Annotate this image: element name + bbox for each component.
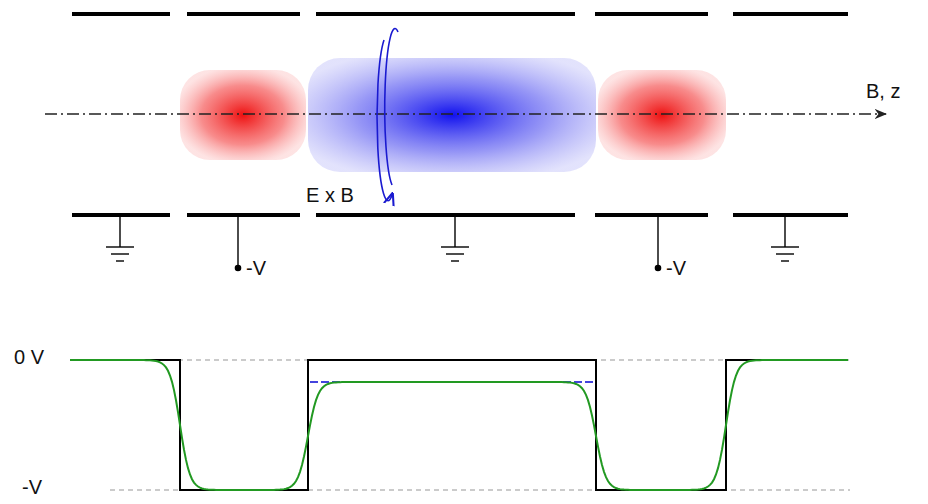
electrode-plate xyxy=(595,213,708,217)
red-cloud xyxy=(598,70,726,160)
red-cloud xyxy=(180,70,306,160)
electrode-potential xyxy=(70,360,848,490)
axis-tick-label: -V xyxy=(22,476,42,498)
drift-label: E x B xyxy=(306,184,354,206)
ground-symbol xyxy=(106,217,134,261)
electrode-plate xyxy=(72,12,170,16)
axis-tick-label: 0 V xyxy=(14,346,44,368)
axis-label: B, z xyxy=(866,80,900,102)
electrode-plate xyxy=(733,12,848,16)
ground-symbol xyxy=(771,217,799,261)
rotation-arrow xyxy=(377,40,392,201)
voltage-label: -V xyxy=(246,257,266,279)
electrode-plate xyxy=(316,213,575,217)
electrode-plate xyxy=(187,213,300,217)
supply-symbols xyxy=(106,217,799,271)
voltage-label: -V xyxy=(666,257,686,279)
blue-cloud xyxy=(308,58,596,172)
potential-plot xyxy=(70,360,850,490)
axis-line xyxy=(45,113,886,114)
plasma-clouds xyxy=(180,58,726,172)
electrode-plate xyxy=(595,12,708,16)
electrode-plate xyxy=(187,12,300,16)
rotation-back xyxy=(385,28,398,185)
electrode-plate xyxy=(72,213,170,217)
vacuum-potential xyxy=(70,360,848,490)
electrode-plate xyxy=(316,12,575,16)
ground-symbol xyxy=(441,217,469,261)
electrode-plate xyxy=(733,213,848,217)
supply-terminal xyxy=(235,217,240,271)
supply-terminal xyxy=(655,217,660,271)
